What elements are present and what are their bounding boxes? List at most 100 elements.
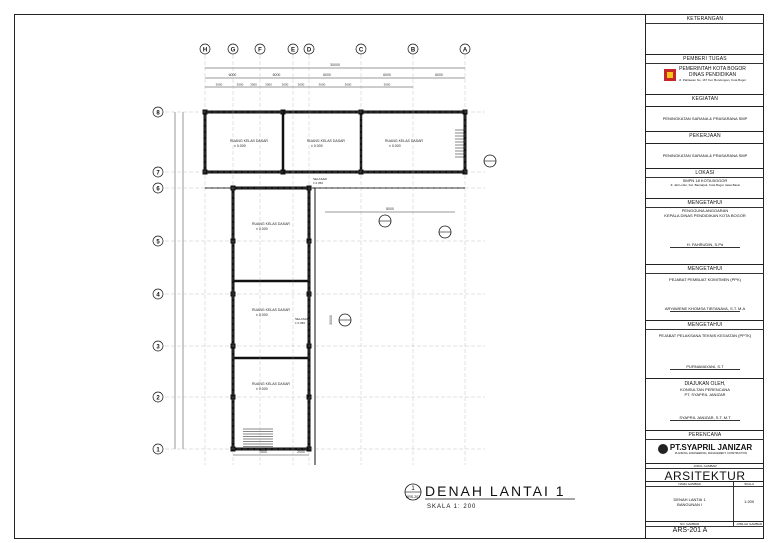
pemberi-tugas-cell: PEMBERI TUGAS PEMERINTAH KOTA BOGOR DINA… — [646, 55, 764, 95]
company-logo-icon — [657, 444, 668, 454]
owner-line1: PEMERINTAH KOTA BOGOR — [679, 66, 746, 72]
room-level: ± 0.000 — [311, 144, 323, 148]
grid-label-top: D — [307, 48, 312, 54]
pekerjaan-header: PEKERJAAN — [646, 132, 764, 144]
lokasi-address: Jl. Jati Luhur, Kel. Bantarjati, Kota Bo… — [670, 183, 740, 187]
drawing-ref-sheet: ARS-201 — [406, 495, 420, 499]
grid-bubble — [152, 443, 164, 455]
grid-bubble — [152, 182, 164, 194]
grid-label-top: C — [359, 48, 364, 54]
room-name: RUANG KELAS DASAR — [385, 139, 423, 143]
perencana-cell: PERENCANA PT.SYAPRIL JANIZAR PLANNING, E… — [646, 431, 764, 464]
signature-line — [670, 369, 740, 370]
room-name: RUANG KELAS DASAR — [252, 222, 290, 226]
grid-label-top: H — [203, 48, 207, 54]
nama-gambar-value2: BANGUNAN I — [677, 502, 703, 507]
owner-address: Jl. Pahlawan No. 167 Kel. Bondongan, Kot… — [678, 78, 747, 82]
dimension-text: 7500 — [259, 450, 267, 454]
lokasi-cell: LOKASI SMPN 18 KOTA BOGOR Jl. Jati Luhur… — [646, 169, 764, 199]
dimension-text: 3000 — [319, 83, 326, 87]
diajukan-name: SYAPRIL JANIZAR, S.T. M.T — [679, 415, 731, 420]
grid-bubble — [459, 43, 471, 55]
mengetahui1-cell: MENGETAHUI PENGGUNA ANGGARAN KEPALA DINA… — [646, 199, 764, 265]
dimension-text: 8000 — [386, 207, 394, 211]
jumlah-label: JUMLAH GAMBAR — [736, 522, 763, 526]
grid-label-top: A — [463, 48, 468, 54]
grid-bubble — [355, 43, 367, 55]
room-name: RUANG KELAS DASAR — [230, 139, 268, 143]
no-gambar-cell: NO. GAMBAR JUMLAH GAMBAR ARS-201 A — [646, 522, 764, 538]
skala-label: SKALA — [734, 482, 764, 487]
dimension-text: 3000 — [265, 83, 272, 87]
dimension-text: 3000 — [250, 83, 257, 87]
dimension-text: 3000 — [384, 83, 391, 87]
grid-label-left: 8 — [156, 111, 160, 117]
kegiatan-cell: PENINGKATAN SARANA & PRASARANA SMP — [646, 107, 764, 132]
perencana-tagline: PLANNING, ENGINEERING, MANAGEMENT, CONST… — [674, 452, 748, 455]
grid-label-top: G — [231, 48, 236, 54]
judul-label: JUDUL GAMBAR — [646, 464, 764, 469]
dimension-text: 6000 — [273, 73, 281, 77]
signature-line — [670, 247, 740, 248]
title-block: KETERANGAN PEMBERI TUGAS PEMERINTAH KOTA… — [645, 15, 764, 538]
grid-bubble — [152, 391, 164, 403]
dimension-text: 3000 — [237, 83, 244, 87]
mengetahui3-cell: MENGETAHUI PEJABAT PELAKSANA TEKNIS KEGI… — [646, 321, 764, 379]
pekerjaan-label: PEKERJAAN — [689, 133, 721, 139]
corridor-label: SELASAR — [295, 317, 310, 321]
lokasi-value: SMPN 18 KOTA BOGOR — [682, 178, 728, 183]
dimension-text: 6000 — [383, 73, 391, 77]
corridor-level: ± 0.050 — [295, 321, 305, 325]
grid-bubble — [407, 43, 419, 55]
no-gambar-label: NO. GAMBAR — [646, 522, 735, 526]
grid-bubble — [287, 43, 299, 55]
mengetahui1-name: H. FAHRUDIN, S.Pd — [686, 242, 724, 247]
mengetahui3-value: PEJABAT PELAKSANA TEKNIS KEGIATAN (PPTK) — [658, 333, 752, 338]
grid-bubble — [199, 43, 211, 55]
kegiatan-value: PENINGKATAN SARANA & PRASARANA SMP — [662, 116, 748, 121]
grid-bubble — [227, 43, 239, 55]
grid-label-left: 7 — [156, 171, 160, 177]
mengetahui3-label: MENGETAHUI — [646, 321, 764, 330]
grid-bubble — [254, 43, 266, 55]
grid-bubble — [152, 288, 164, 300]
room-name: RUANG KELAS DASAR — [307, 139, 345, 143]
room-name: RUANG KELAS DASAR — [252, 382, 290, 386]
pemberi-tugas-label: PEMBERI TUGAS — [646, 55, 764, 64]
judul-cell: JUDUL GAMBAR ARSITEKTUR — [646, 464, 764, 482]
mengetahui3-name: PURNAMAYANI, S.T — [686, 364, 724, 369]
diajukan-cell: DIAJUKAN OLEH, KONSULTAN PERENCANA PT. S… — [646, 379, 764, 431]
dimension-text: 30000 — [330, 63, 340, 67]
dimension-text: 6000 — [323, 73, 331, 77]
mengetahui2-value: PEJABAT PEMBUAT KOMITMEN (PPK) — [669, 277, 741, 282]
keterangan-label: KETERANGAN — [646, 15, 764, 24]
sheet-frame — [14, 14, 764, 539]
room-level: ± 0.000 — [256, 227, 268, 231]
lokasi-label: LOKASI — [646, 169, 764, 178]
grid-bubble — [303, 43, 315, 55]
mengetahui1-value2: KEPALA DINAS PENDIDIKAN KOTA BOGOR — [664, 213, 746, 218]
city-emblem-icon — [663, 68, 676, 81]
grid-bubble — [152, 340, 164, 352]
keterangan-cell: KETERANGAN — [646, 15, 764, 55]
room-level: ± 0.000 — [256, 387, 268, 391]
skala-value: 1:200 — [744, 499, 755, 504]
corridor-label: SELASAR — [313, 177, 328, 181]
stair-bottom — [243, 428, 273, 447]
signature-line — [670, 420, 740, 421]
dimension-text: 6000 — [435, 73, 443, 77]
discipline-title: ARSITEKTUR — [664, 469, 746, 482]
grid-label-top: B — [411, 48, 416, 54]
dimension-text: 6000 — [229, 73, 237, 77]
perencana-company: PT.SYAPRIL JANIZAR — [669, 443, 753, 452]
corridor-level: ± 0.050 — [313, 181, 323, 185]
pekerjaan-cell: PENINGKATAN SARANA & PRASARANA SMP — [646, 144, 764, 169]
grid-label-left: 5 — [156, 240, 160, 246]
nama-gambar-cell: NAMA GAMBAR DENAH LANTAI 1 BANGUNAN I SK… — [646, 482, 764, 522]
mengetahui2-label: MENGETAHUI — [646, 265, 764, 274]
mengetahui2-name: ARYAWENE KHOMSA TIBTANAVA, S.T. M.A — [664, 306, 746, 311]
grid-label-left: 6 — [156, 187, 160, 193]
room-level: ± 0.000 — [256, 313, 268, 317]
